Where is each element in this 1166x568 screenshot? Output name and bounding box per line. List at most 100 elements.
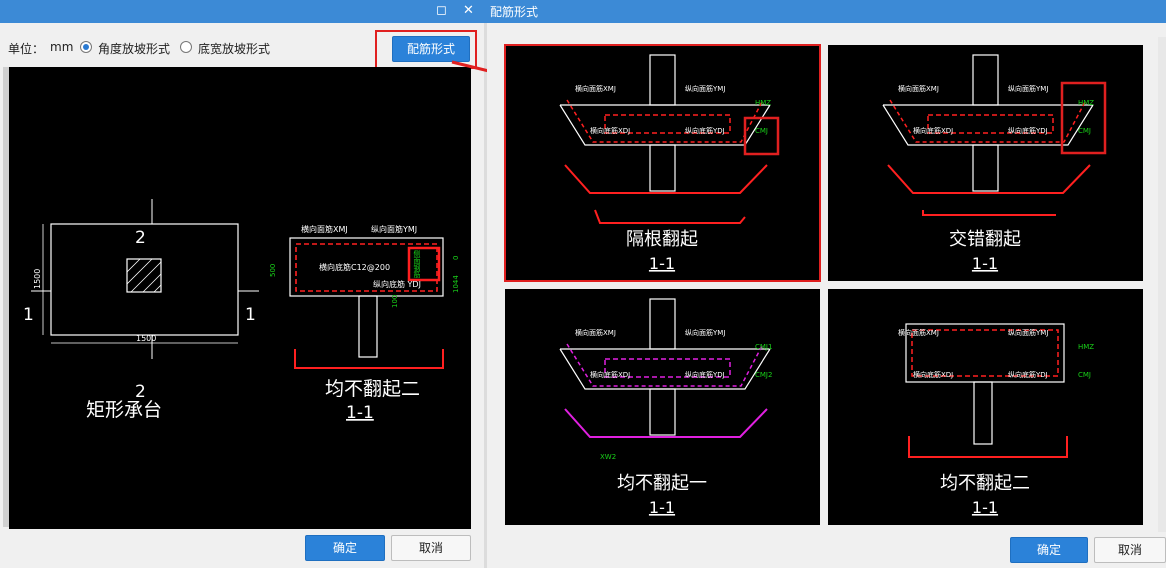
column [972,144,999,192]
section-number: 1-1 [346,403,374,423]
rebar-option-drawing: 横向面筋XMJ 纵向面筋YMJ 横向底筋XDJ 纵向底筋YDJ CMJ HMZ 交错翻起 1-… [882,54,1107,273]
rebar-loop [927,114,1054,134]
option-section-number: 1-1 [972,254,998,273]
section-rebar-loop [295,243,438,292]
rebar-tag: 纵向面筋YMJ [1008,84,1048,93]
section-caption: 均不翻起二 [325,378,420,400]
bottom-bar [908,436,1068,458]
option-section-number: 1-1 [649,254,675,273]
label-ydj: 纵向底筋 YDJ [373,279,421,289]
right-scrollbar[interactable] [1158,37,1166,532]
rebar-tag: HMZ [1078,99,1094,107]
lower-bar [922,210,1056,216]
option-caption: 隔根翻起 [626,229,698,250]
rebar-option-tile[interactable]: 横向面筋XMJ 纵向面筋YMJ 横向底筋XDJ 纵向底筋YDJ CMJ HMZ 交错翻起 1-… [828,45,1143,281]
rebar-tag: 纵向面筋YMJ [685,84,725,93]
column-hatch [126,258,162,293]
label-ymj: 纵向面筋YMJ [371,224,417,234]
rebar-tag: 纵向底筋YDJ [685,370,725,379]
column-top [972,54,999,106]
column [649,388,676,436]
plan-caption: 矩形承台 [86,399,162,421]
section-column [358,295,378,358]
left-ok-button[interactable]: 确定 [305,535,385,561]
section-mark-bottom: 2 [135,382,146,402]
rebar-tag: 纵向底筋YDJ [1008,126,1048,135]
rebar-tag: CMJ1 [755,343,772,351]
dim-100: 100 [391,295,399,308]
radio-width-slope[interactable] [180,41,192,53]
label-xdj: 横向底筋C12@200 [319,262,390,272]
dim-500: 500 [269,264,277,277]
maximize-icon[interactable]: ◻ [436,3,447,18]
radio-width-slope-label[interactable]: 底宽放坡形式 [198,42,271,56]
rebar-bottom [889,99,1087,143]
rebar-tag: 横向面筋XMJ [898,328,939,337]
cap-slope [559,348,771,390]
side-bar-highlight [407,246,441,282]
cap-slope [559,104,771,146]
panel-divider[interactable] [484,23,487,568]
lower-bar [594,209,746,224]
rebar-tag: CMJ [1078,371,1091,379]
radio-angle-slope-label[interactable]: 角度放坡形式 [98,42,171,56]
dim-1044: 1044 [452,275,460,293]
close-icon[interactable]: ✕ [463,3,474,18]
rebar-bottom [566,99,764,143]
right-panel: 横向面筋XMJ 纵向面筋YMJ 横向底筋XDJ 纵向底筋YDJ CMJ HMZ 隔根翻起 1-… [487,23,1166,568]
option-section-number: 1-1 [649,498,675,517]
option-section-number: 1-1 [972,498,998,517]
section-mark-left: 1 [23,305,34,325]
rebar-tag: 纵向底筋YDJ [685,126,725,135]
rebar-tag: HMZ [1078,343,1094,351]
side-bar-label: 侧面钢筋 [413,249,421,279]
preview-canvas: 2 2 1 1 1500 1500 矩形承台 侧面钢筋 横向面筋XMJ 纵向面筋… [9,67,471,529]
unit-value: mm [50,40,74,54]
rebar-tag: CMJ [755,127,768,135]
column [649,144,676,192]
right-ok-button[interactable]: 确定 [1010,537,1088,563]
preview-drawing: 2 2 1 1 1500 1500 矩形承台 侧面钢筋 横向面筋XMJ 纵向面筋… [23,199,460,423]
section-mark-top: 2 [135,228,146,248]
bottom-bar [564,164,768,194]
left-cancel-button[interactable]: 取消 [391,535,471,561]
rebar-bottom [566,343,764,387]
cmj-highlight [743,116,780,156]
column-top [649,298,676,350]
rebar-tag: CMJ2 [755,371,772,379]
rebar-form-button[interactable]: 配筋形式 [392,36,470,62]
plan-dim-horizontal: 1500 [136,334,156,343]
rebar-tag: 横向底筋XDJ [913,126,953,135]
rebar-tag: 横向面筋XMJ [575,328,616,337]
option-caption: 交错翻起 [949,229,1021,250]
plan-outline [50,223,239,336]
rebar-tag: 纵向底筋YDJ [1008,370,1048,379]
section-bottom-bar [294,349,444,369]
label-xmj: 横向面筋XMJ [301,224,348,234]
rebar-tag: 横向底筋XDJ [590,370,630,379]
column [973,381,993,445]
left-scrollbar[interactable] [3,67,9,527]
rebar-loop [604,358,731,378]
rebar-loop [604,114,731,134]
right-cancel-button[interactable]: 取消 [1094,537,1166,563]
section-mark-right: 1 [245,305,256,325]
rebar-tag: 横向面筋XMJ [898,84,939,93]
rebar-loop [911,329,1059,377]
rebar-tag: 横向底筋XDJ [913,370,953,379]
rebar-tag: HMZ [755,99,771,107]
rebar-tag: 横向底筋XDJ [590,126,630,135]
rebar-tag: CMJ [1078,127,1091,135]
option-caption: 均不翻起二 [940,473,1030,494]
window-title: 配筋形式 [490,5,539,19]
left-panel: 单位： mm 角度放坡形式 底宽放坡形式 配筋形式 2 2 1 1 1500 [0,23,484,568]
plan-dim-vertical: 1500 [33,269,42,289]
bottom-bar [564,408,768,438]
radio-angle-slope[interactable] [80,41,92,53]
